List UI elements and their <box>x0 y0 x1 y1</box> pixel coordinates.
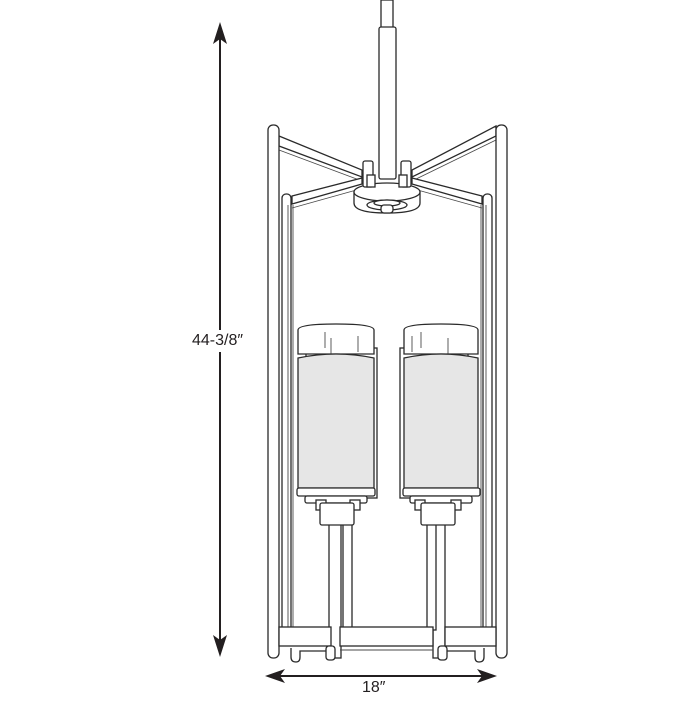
arrow-down-icon <box>213 635 227 657</box>
center-hub <box>353 160 421 214</box>
glass-shade-left <box>296 323 378 526</box>
width-dimension-line <box>265 669 497 683</box>
arrow-right-icon <box>477 669 497 683</box>
bottom-frame-bars <box>278 626 497 663</box>
frame-arms <box>278 124 497 209</box>
stem-rod <box>378 0 397 180</box>
arrow-up-icon <box>213 22 227 44</box>
arrow-left-icon <box>265 669 285 683</box>
glass-shade-right <box>399 323 481 526</box>
arm-stems <box>328 509 446 659</box>
cage-posts <box>267 124 508 659</box>
height-dimension-label: 44-3/8″ <box>192 330 244 352</box>
width-dimension-label: 18″ <box>362 679 386 697</box>
